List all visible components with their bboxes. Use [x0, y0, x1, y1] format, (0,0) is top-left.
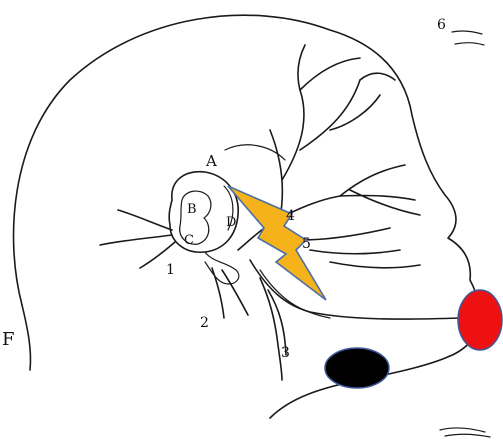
label-6: 6 — [437, 17, 446, 33]
nerve-posterior-branches — [100, 210, 175, 268]
nerve-branch-2 — [212, 268, 248, 318]
neck-back-outline — [22, 305, 31, 370]
red-oval-marker — [458, 290, 502, 350]
label-5: 5 — [302, 236, 311, 252]
label-4: 4 — [286, 208, 295, 224]
label-3: 3 — [281, 345, 290, 361]
nerve-zygomatic-branches — [340, 165, 420, 215]
nerve-buccal-branches — [300, 228, 420, 268]
nerve-branch-3 — [260, 278, 286, 380]
tick-marks-6 — [452, 31, 484, 45]
label-F: F — [2, 329, 15, 350]
label-B: B — [187, 202, 197, 217]
nerve-temporal-branches — [298, 45, 395, 90]
head-outline — [14, 15, 481, 356]
black-oval-marker — [325, 348, 389, 388]
label-A: A — [205, 152, 217, 170]
label-D: D — [226, 215, 236, 230]
neck-lower-line — [440, 428, 485, 432]
label-1: 1 — [166, 262, 175, 278]
label-2: 2 — [200, 315, 209, 331]
lightning-bolt-icon — [228, 186, 326, 300]
nerve-mandibular-branch — [250, 260, 460, 319]
neck-lower-line-2 — [445, 434, 490, 437]
label-C: C — [184, 233, 194, 248]
ear-lobule — [205, 252, 239, 284]
nerve-upper-branch — [270, 80, 380, 218]
